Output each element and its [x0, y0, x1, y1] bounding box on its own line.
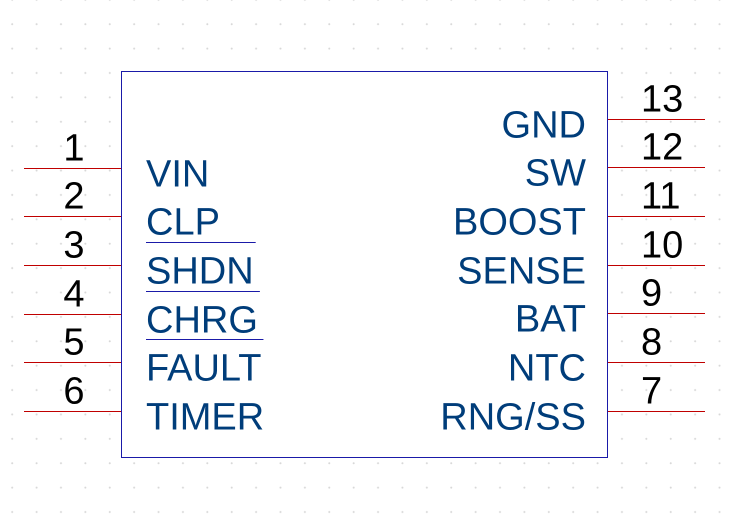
pin-8-number: 8	[641, 322, 662, 364]
pin-label-gnd: GND	[502, 105, 586, 147]
pin-label-vin: VIN	[146, 154, 209, 196]
pin-7-number: 7	[641, 371, 662, 413]
pin-10-number: 10	[641, 225, 683, 267]
pin-label-sense: SENSE	[457, 251, 586, 293]
pin-11-number: 11	[641, 176, 680, 218]
pin-5-number: 5	[63, 322, 84, 364]
pin-label-boost: BOOST	[453, 202, 586, 244]
pin-4-number: 4	[63, 274, 84, 316]
pin-2-number: 2	[63, 176, 84, 218]
pin-12-number: 12	[641, 127, 683, 169]
pin-label-fault: FAULT	[146, 348, 261, 390]
pin-label-timer: TIMER	[146, 397, 264, 439]
pin-label-clp: CLP	[146, 202, 220, 244]
pin-13-number: 13	[641, 79, 683, 121]
pin-9-number: 9	[641, 273, 662, 315]
pin-6-number: 6	[63, 371, 84, 413]
pin-label-rng-ss: RNG/SS	[440, 397, 586, 439]
pin-label-shdn: SHDN	[146, 251, 254, 293]
pin-label-sw: SW	[525, 153, 586, 195]
pin-label-ntc: NTC	[508, 348, 586, 390]
ic-body	[121, 71, 608, 458]
pin-label-chrg: CHRG	[146, 300, 258, 342]
pin-3-number: 3	[63, 225, 84, 267]
pin-1-number: 1	[63, 128, 84, 170]
pin-label-bat: BAT	[515, 299, 586, 341]
